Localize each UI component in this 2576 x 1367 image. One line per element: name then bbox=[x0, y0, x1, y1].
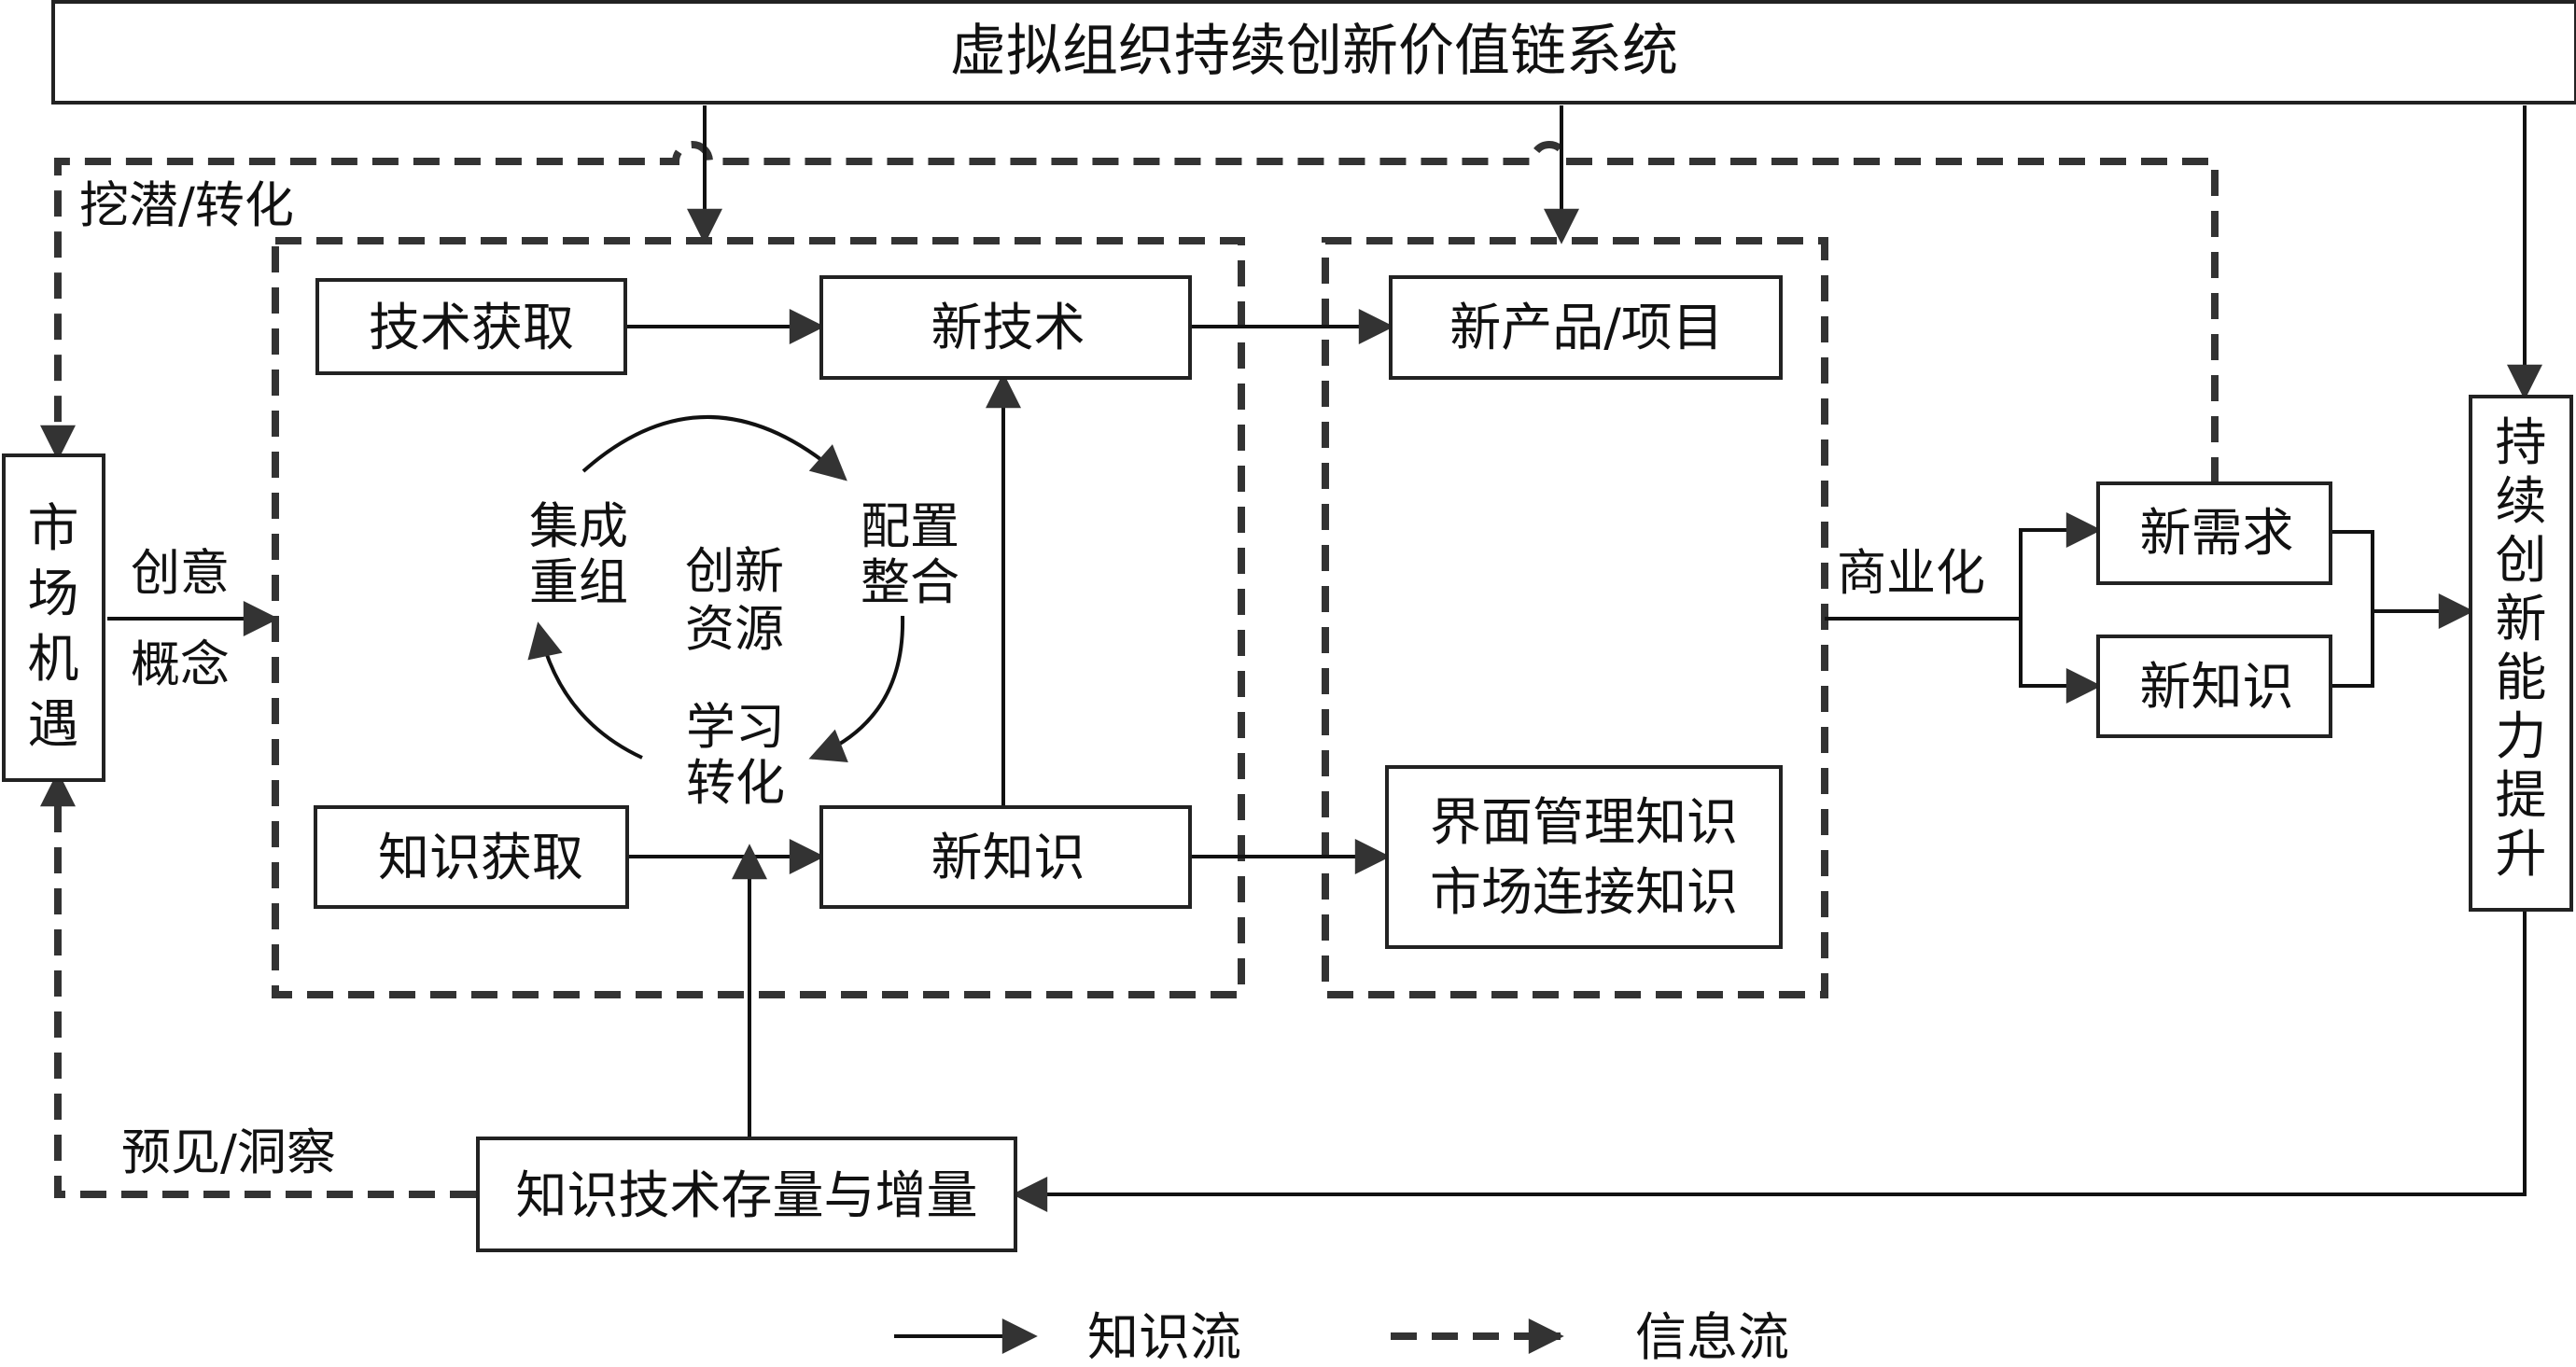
demand-knowledge-merge bbox=[2331, 530, 2471, 688]
new-product: 新产品/项目 bbox=[1449, 298, 1724, 357]
new-knowledge-right-box bbox=[2096, 635, 2332, 738]
foresight-dashed bbox=[40, 771, 476, 1198]
foresight-label: 预见/洞察 bbox=[121, 1124, 336, 1181]
new-knowledge-center-box bbox=[819, 805, 1192, 909]
new-demand-box bbox=[2096, 481, 2332, 585]
idea-concept-line: 概念 bbox=[131, 636, 230, 693]
stock-increment-box bbox=[476, 1137, 1017, 1252]
cycle-integrate-line: 集成 bbox=[529, 498, 628, 555]
capability-char: 力 bbox=[2495, 706, 2546, 766]
cycle-resources-line: 创新 bbox=[685, 543, 784, 600]
new-tech: 新技术 bbox=[931, 298, 1085, 357]
commercialization-label: 商业化 bbox=[1837, 545, 1985, 602]
cycle-learn-line: 学习 bbox=[686, 699, 785, 756]
commercialization-to-new-knowledge-arrow bbox=[2019, 619, 2102, 704]
capability-to-stock-arrow bbox=[1012, 910, 2527, 1212]
title: 虚拟组织持续创新价值链系统 bbox=[950, 19, 1678, 84]
market-opportunity-box bbox=[2, 453, 105, 782]
cycle-configure-line: 整合 bbox=[861, 554, 959, 611]
interface-knowledge-box bbox=[1385, 765, 1783, 949]
cycle-integrate-line: 重组 bbox=[529, 554, 628, 611]
capability-char: 能 bbox=[2495, 648, 2546, 707]
stock-increment: 知识技术存量与增量 bbox=[515, 1165, 977, 1225]
new-product-box bbox=[1389, 275, 1783, 380]
capability-box bbox=[2469, 395, 2573, 912]
capability-char: 持 bbox=[2495, 412, 2546, 472]
knowledge-acquisition: 知识获取 bbox=[378, 828, 583, 887]
tech-acquisition: 技术获取 bbox=[369, 298, 574, 357]
capability-char: 升 bbox=[2495, 824, 2546, 884]
cycle-configure-line: 配置 bbox=[861, 498, 959, 555]
knowledge-acquisition-box bbox=[314, 805, 629, 909]
interface-knowledge-line: 界面管理知识 bbox=[1430, 792, 1738, 852]
idea-concept-line: 创意 bbox=[131, 545, 230, 602]
new-knowledge-center: 新知识 bbox=[931, 828, 1085, 887]
market-opportunity-char: 机 bbox=[27, 629, 78, 689]
capability-char: 新 bbox=[2495, 589, 2546, 649]
capability-char: 创 bbox=[2495, 530, 2546, 590]
legend-knowledge-flow-label: 知识流 bbox=[1087, 1307, 1241, 1367]
capability-char: 续 bbox=[2495, 471, 2546, 531]
new-knowledge-right: 新知识 bbox=[2139, 657, 2293, 717]
cycle-arc-right bbox=[808, 615, 905, 762]
legend-information-flow-label: 信息流 bbox=[1635, 1307, 1789, 1367]
interface-knowledge-line: 市场连接知识 bbox=[1430, 862, 1738, 922]
new-tech-box bbox=[819, 275, 1192, 380]
commercialization-to-new-demand-arrow bbox=[2019, 512, 2102, 619]
cycle-arc-left bbox=[527, 621, 643, 760]
cycle-resources-line: 资源 bbox=[685, 601, 784, 658]
cycle-learn-line: 转化 bbox=[686, 755, 785, 812]
market-opportunity-char: 市 bbox=[27, 498, 78, 558]
capability-char: 提 bbox=[2495, 765, 2546, 825]
mining-label: 挖潜/转化 bbox=[79, 177, 294, 234]
new-demand: 新需求 bbox=[2139, 503, 2293, 563]
market-opportunity-char: 场 bbox=[27, 564, 78, 623]
cycle-arc-top bbox=[581, 414, 847, 481]
title-box bbox=[51, 0, 2576, 105]
tech-acquisition-box bbox=[315, 278, 627, 375]
market-opportunity-char: 遇 bbox=[27, 694, 78, 754]
